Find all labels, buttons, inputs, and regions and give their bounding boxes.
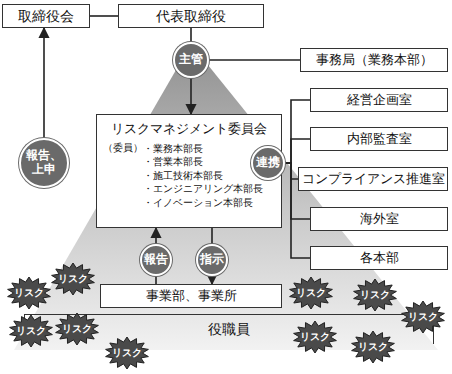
node-text: ・エンジニアリング本部長 [143,182,263,196]
node-text: リスク [16,325,46,337]
node-text: コンプライアンス推進室 [302,172,445,186]
risk-star: リスク [54,312,100,346]
risk-star: リスク [8,314,54,348]
connector-line [155,276,157,284]
risk-star: リスク [350,330,396,364]
risk-star: リスク [50,262,96,296]
connector-line [211,228,213,244]
node-text: 主管 [179,53,203,67]
connector-line [209,59,300,61]
connector-line [90,15,118,17]
node-text: 経営企画室 [347,93,412,108]
connector-line [285,139,310,163]
node-text: 代表取締役 [156,8,226,24]
node-text: 海外室 [360,212,399,227]
node-text: 内部監査室 [347,132,412,147]
star-shape [10,315,53,347]
node-text: リスクマネジメント委員会 [103,122,275,137]
connector-line [190,28,192,42]
board-box: 取締役会 [2,4,90,28]
star-shape [352,331,395,363]
report-circle: 報告 [140,244,172,276]
risk-star: リスク [400,300,446,334]
star-shape [56,313,99,345]
node-text: 報告 [144,253,168,267]
report-circle: 報告、上申 [19,138,69,188]
president-box: 代表取締役 [118,4,264,28]
connector-line [43,28,45,138]
secretariat-box: 事務局（業務本部） [300,48,448,72]
risk-star: リスク [352,278,398,312]
node-text: リスク [300,331,330,343]
star-shape [354,279,397,311]
role-circle: 主管 [173,42,209,78]
risk-star: リスク [288,276,334,310]
node-text: 報告、上申 [24,149,64,177]
connector-line [211,276,213,284]
node-text: ・施工技術本部長 [143,169,263,183]
node-text: ・イノベーション本部長 [143,196,263,210]
department-box: 経営企画室 [310,88,448,112]
node-text: リスク [62,323,92,335]
department-box: コンプライアンス推進室 [298,167,448,191]
node-text: リスク [358,341,388,353]
department-box: 各本部 [310,246,448,270]
risk-star: リスク [104,336,150,370]
node-text: 指示 [200,253,224,267]
node-text: ・営業本部長 [143,155,263,169]
node-text: 連携 [256,156,280,170]
node-text: 各本部 [360,251,399,266]
department-box: 海外室 [310,207,448,231]
node-text: 事務局（業務本部） [316,53,433,68]
member-row: （委員）・業務本部長・営業本部長・施工技術本部長・エンジニアリング本部長・イノベ… [103,142,275,210]
star-shape [106,337,149,369]
node-text: リスク [112,347,142,359]
node-text: リスク [408,311,438,323]
node-text: 事業部、事業所 [146,289,237,304]
star-shape [402,301,445,333]
instruction-circle: 指示 [196,244,228,276]
risk-star: リスク [6,276,52,310]
star-shape [290,277,333,309]
connector-line [155,228,157,244]
star-shape [52,263,95,295]
node-text: 役職員 [208,321,250,337]
node-text: 取締役会 [18,8,74,24]
member-list: ・業務本部長・営業本部長・施工技術本部長・エンジニアリング本部長・イノベーション… [143,142,263,210]
node-text: （委員） [103,142,143,154]
star-shape [8,277,51,309]
division-box: 事業部、事業所 [100,284,282,308]
node-text: リスク [14,287,44,299]
risk-star: リスク [292,320,338,354]
node-text: リスク [360,289,390,301]
connector-line [190,78,192,114]
department-box: 内部監査室 [310,127,448,151]
connector-line [285,100,310,163]
node-text: ・業務本部長 [143,142,263,156]
node-text: リスク [58,273,88,285]
star-shape [294,321,337,353]
link-circle: 連携 [251,146,285,180]
node-text: リスク [296,287,326,299]
